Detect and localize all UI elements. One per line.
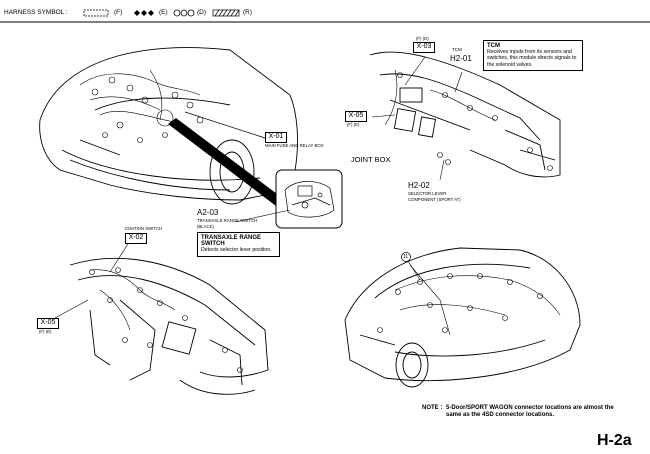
callout-x01-code: X-01 bbox=[265, 132, 287, 143]
h202-leader bbox=[439, 159, 445, 181]
callout-x05-bottom-code: X-05 bbox=[37, 318, 59, 329]
x05-top-leader bbox=[371, 114, 396, 118]
callout-h202-desc1: SELECTOR LEVER bbox=[408, 191, 447, 196]
instrument-panel-wiring bbox=[89, 267, 243, 373]
callout-h202-code: H2-02 bbox=[408, 181, 430, 190]
tcm-description-text: Receives inputs from its sensors and swi… bbox=[487, 49, 577, 68]
callout-x03-code: X-03 bbox=[413, 42, 435, 53]
callout-h201-code: H2-01 bbox=[450, 54, 472, 63]
callout-h202-desc2: COMPONENT (SPORT AT) bbox=[408, 197, 461, 202]
harness-symbol-e bbox=[134, 10, 154, 16]
x02-leader bbox=[109, 243, 129, 273]
dashboard-wiring bbox=[384, 69, 553, 171]
joint-box-label: JOINT BOX bbox=[351, 155, 391, 164]
callout-x02-code: X-02 bbox=[125, 233, 147, 244]
connector-11-label: 11 bbox=[403, 254, 409, 260]
transaxle-range-switch-text: Detects selector lever position. bbox=[201, 247, 272, 254]
harness-code-e: (E) bbox=[159, 9, 168, 16]
harness-symbol-r bbox=[212, 9, 240, 17]
x03-leader bbox=[404, 56, 426, 86]
connector-11-leader bbox=[407, 260, 421, 281]
note-label: NOTE : bbox=[422, 405, 443, 411]
detail-pointer bbox=[168, 118, 285, 206]
note-line-1: 5-Door/SPORT WAGON connector locations a… bbox=[446, 405, 614, 411]
page-code: H-2a bbox=[597, 432, 632, 449]
instrument-panel-bottom-left bbox=[69, 257, 269, 395]
callout-x01-desc: MAIN FUSE AND RELAY BOX bbox=[265, 143, 324, 148]
note-line-2: same as the 4SD connector locations. bbox=[446, 412, 555, 418]
tcm-description-title: TCM bbox=[487, 43, 500, 49]
x01-leader bbox=[184, 111, 266, 139]
callout-a203-desc1: TRANSAXLE RANGE SWITCH bbox=[197, 218, 258, 223]
callout-x05-top-code: X-05 bbox=[345, 111, 367, 122]
x05-bottom-leader bbox=[54, 299, 89, 319]
callout-tcm-tag: TCM bbox=[452, 47, 462, 52]
harness-code-d: (D) bbox=[197, 9, 207, 16]
callout-x03-sub: (F) (D) bbox=[416, 36, 429, 41]
callout-x05-top-sub: (F) (E) bbox=[347, 122, 360, 127]
engine-bay-wiring bbox=[79, 69, 204, 143]
transaxle-detail-art bbox=[284, 181, 335, 218]
connector-11-circle bbox=[401, 252, 411, 262]
callout-a203-code: A2-03 bbox=[197, 208, 219, 217]
harness-symbol-d bbox=[173, 9, 195, 17]
callout-a203-desc2: (BLACK) bbox=[197, 224, 214, 229]
a203-leader bbox=[234, 209, 291, 223]
harness-symbol-title: HARNESS SYMBOL : bbox=[4, 9, 68, 16]
callout-x05-bottom-sub: (F) (E) bbox=[39, 329, 52, 334]
harness-code-r: (R) bbox=[243, 9, 253, 16]
body-harness-wiring bbox=[377, 264, 561, 336]
harness-code-f: (F) bbox=[114, 9, 123, 16]
transaxle-range-switch-box: TRANSAXLE RANGE SWITCH Detects selector … bbox=[197, 232, 280, 257]
callout-x02-desc: IGNITION SWITCH bbox=[125, 226, 163, 231]
harness-symbol-f bbox=[83, 9, 109, 17]
transaxle-range-switch-title: TRANSAXLE RANGE SWITCH bbox=[201, 235, 262, 248]
car-rear-view bbox=[344, 247, 581, 388]
dashboard-top-right bbox=[369, 51, 561, 178]
tcm-leader bbox=[454, 71, 463, 93]
tcm-description-box: TCM Receives inputs from its sensors and… bbox=[483, 40, 583, 71]
